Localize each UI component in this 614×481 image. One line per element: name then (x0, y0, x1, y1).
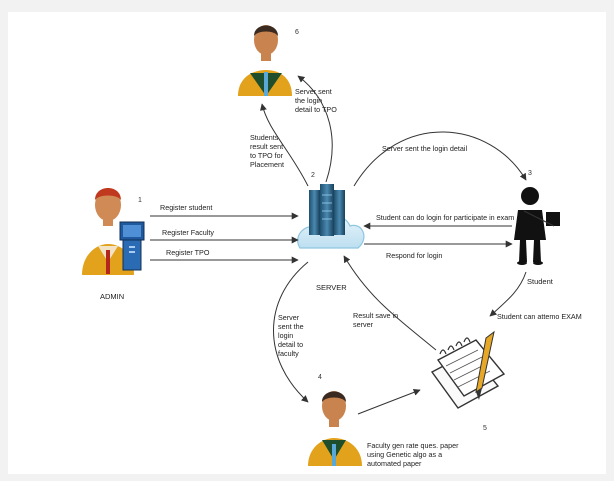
admin-number: 1 (138, 197, 142, 204)
result-save-server-label: Result save in server (353, 311, 399, 329)
faculty-person-icon (308, 391, 362, 466)
student-label: Student (527, 277, 553, 286)
tpo-person-icon (238, 25, 292, 96)
students-result-tpo-label: Students result sent to TPO for Placemen… (250, 133, 284, 169)
faculty-to-exam-arrow (357, 389, 421, 415)
exam-to-server-arrow (343, 255, 437, 351)
server-icon (297, 184, 365, 249)
server-sent-login-detail-label: Server sent the login detail (382, 144, 468, 153)
server-to-faculty-arrow (273, 261, 309, 403)
student-login-exam-label: Student can do login for participate in … (376, 213, 515, 222)
faculty-generate-paper-label: Faculty gen rate ques. paper using Genet… (367, 441, 459, 468)
student-to-exam-arrow (489, 271, 527, 317)
register-faculty-label: Register Faculty (162, 228, 214, 237)
register-student-label: Register student (160, 203, 213, 212)
server-label: SERVER (316, 283, 347, 292)
admin-person-icon (82, 188, 145, 275)
respond-login-label: Respond for login (386, 251, 443, 260)
server-sent-login-faculty-label: Server sent the login detail to faculty (278, 313, 304, 358)
student-attempt-exam-label: Student can attemo EXAM (497, 312, 582, 321)
server-to-student-arrow (353, 131, 527, 187)
exam-paper-number: 5 (483, 425, 487, 432)
student-number: 3 (528, 170, 532, 177)
server-number: 2 (311, 172, 315, 179)
admin-label: ADMIN (100, 292, 125, 301)
tpo-number: 6 (295, 29, 299, 36)
exam-paper-icon (430, 330, 506, 409)
student-person-icon (514, 187, 560, 265)
result-to-tpo-arrow (260, 103, 309, 187)
server-sent-login-tpo-label: Server sent the login detail to TPO (295, 87, 337, 114)
server-to-tpo-arrow (297, 75, 333, 183)
register-tpo-label: Register TPO (166, 248, 210, 257)
faculty-number: 4 (318, 374, 322, 381)
